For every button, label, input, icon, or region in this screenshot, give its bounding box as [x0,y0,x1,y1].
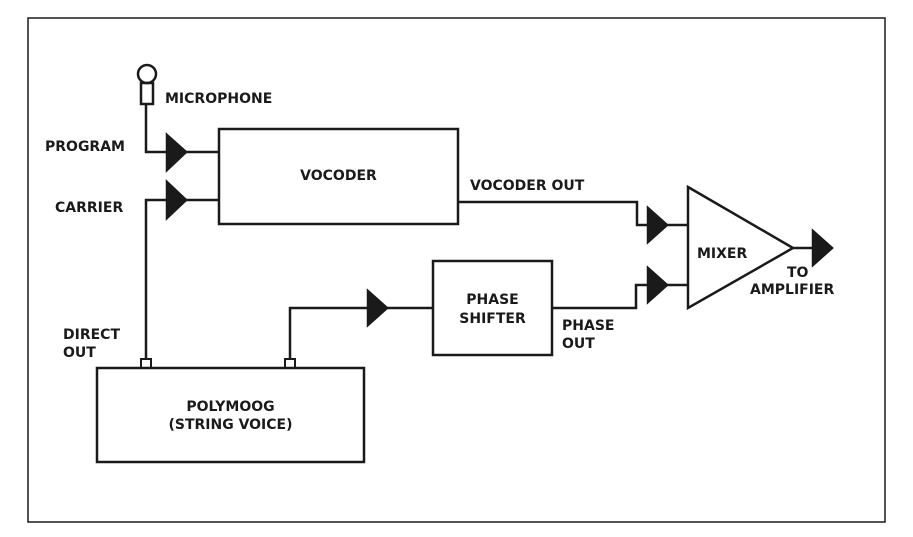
polymoog-label-1: POLYMOOG [186,399,275,415]
phase-out-label-2: OUT [562,336,595,352]
vocoder-out-label: VOCODER OUT [470,178,585,194]
direct-out-label-1: DIRECT [63,327,120,343]
carrier-wire [144,198,170,358]
vocoder-box [217,127,460,226]
microphone-icon [136,63,158,106]
phase-in-arrow-icon [366,288,389,328]
amplifier-arrow-icon [811,228,834,268]
vocoder-out-wire [458,200,650,227]
vocoder-label: VOCODER [300,168,377,184]
microphone-label: MICROPHONE [165,91,273,107]
poly-out-connector [284,358,296,369]
program-arrow-icon [165,132,188,173]
phase-shifter-label-1: PHASE [466,292,519,308]
frame-border [27,17,886,523]
polymoog-box [95,366,366,464]
phase-out-wire [552,283,650,310]
mixer-label: MIXER [697,246,748,262]
program-wire [144,104,170,154]
direct-out-connector [140,358,152,369]
phase-out-label-1: PHASE [562,318,615,334]
phase-shifter-label-2: SHIFTER [459,311,526,327]
to-label: TO [787,265,809,281]
vocoder-out-arrow-icon [646,205,669,245]
mixer-triangle [686,184,796,311]
carrier-label: CARRIER [55,200,124,216]
program-label: PROGRAM [45,139,125,155]
amplifier-label: AMPLIFIER [750,282,835,298]
direct-out-label-2: OUT [63,345,96,361]
poly-to-phase-wire [288,306,370,359]
phase-out-arrow-icon [646,265,669,305]
carrier-arrow-icon [165,179,188,221]
polymoog-label-2: (STRING VOICE) [168,417,293,433]
